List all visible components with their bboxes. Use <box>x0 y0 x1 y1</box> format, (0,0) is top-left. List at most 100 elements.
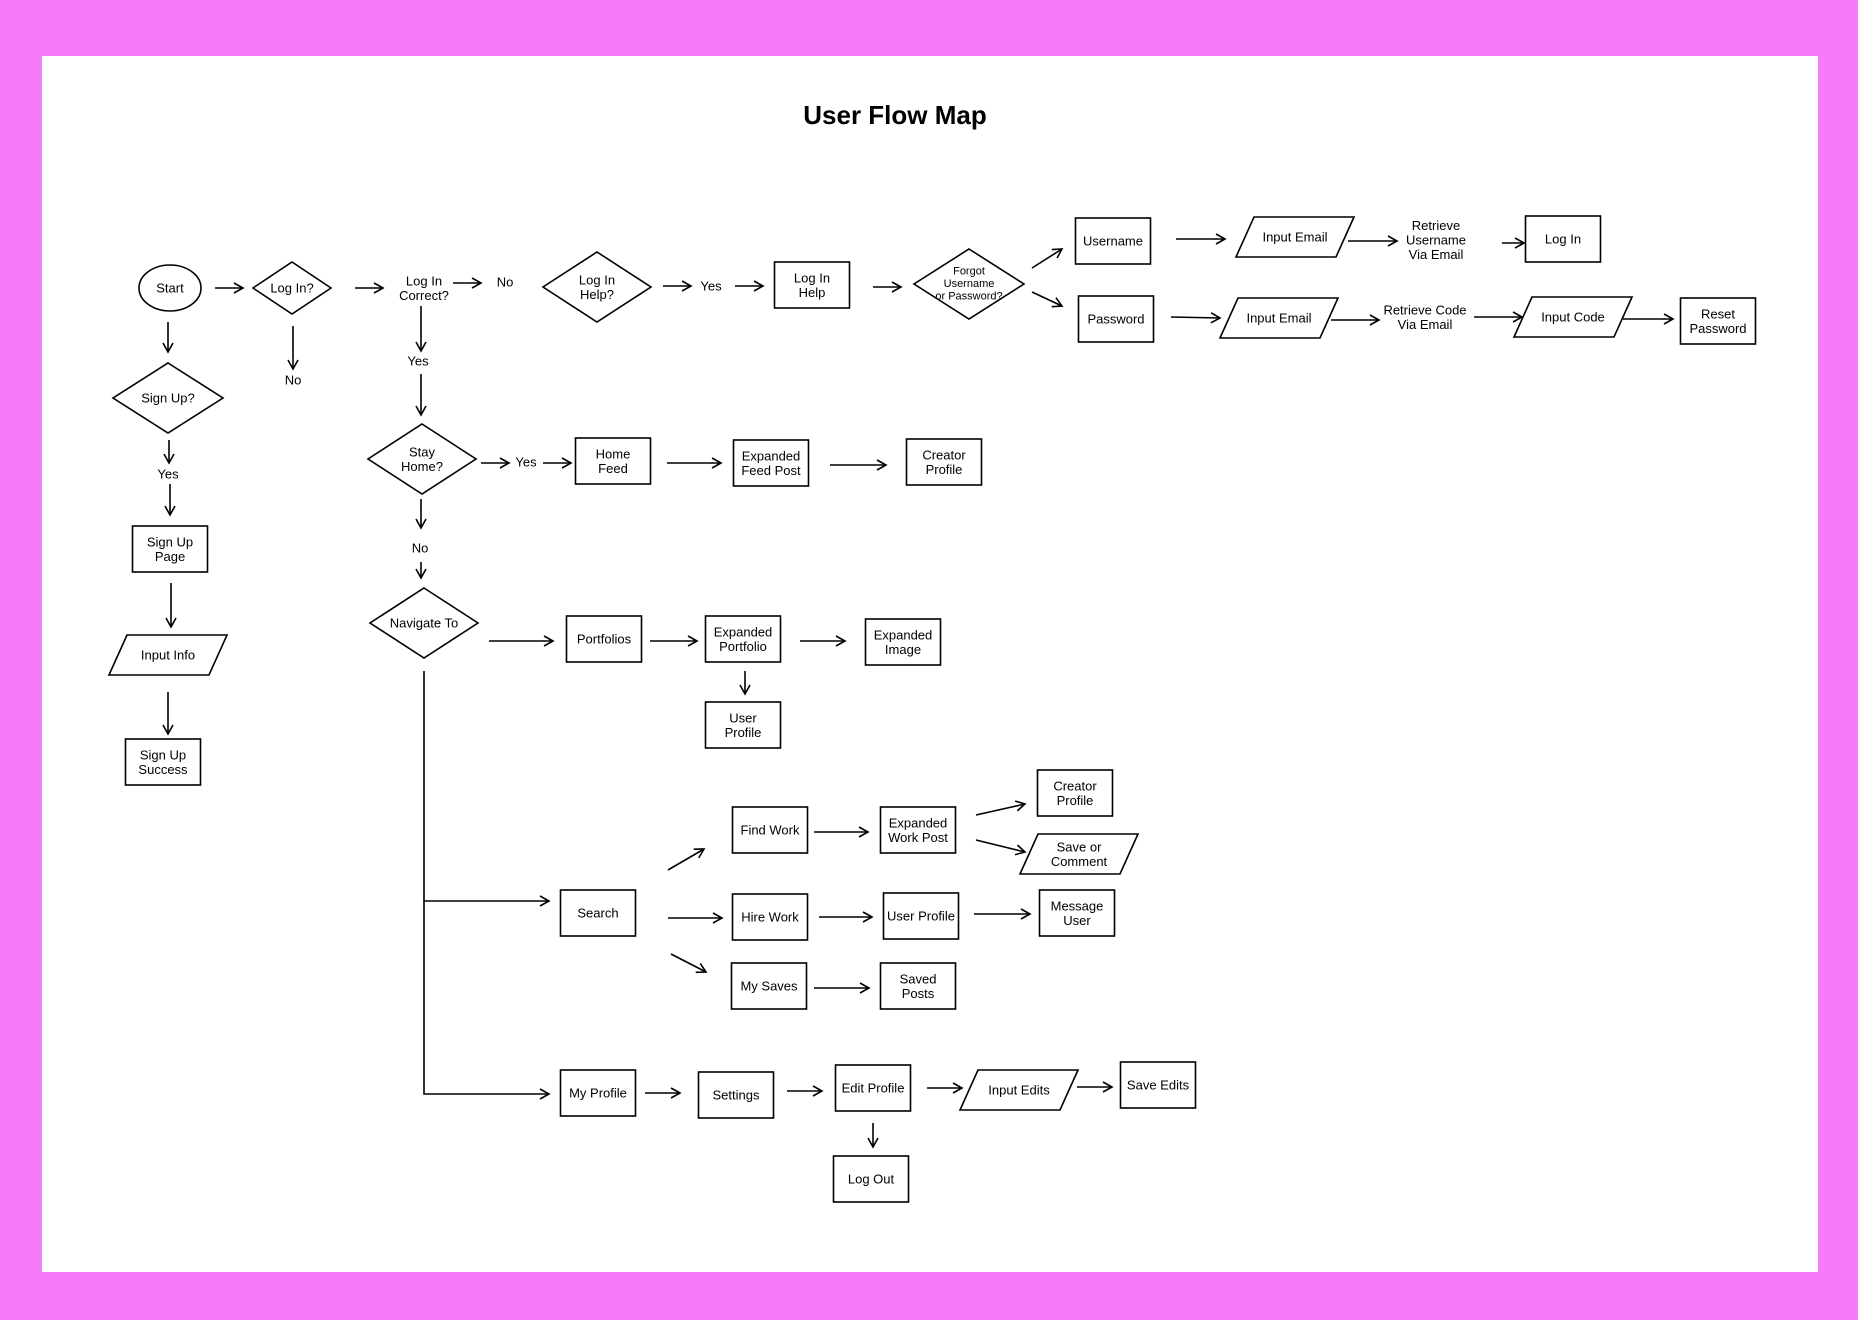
node-label: Log In <box>1545 232 1581 247</box>
node-navigate-to: Navigate To <box>368 587 480 659</box>
node-label: Via Email <box>1409 247 1464 262</box>
node-label: No <box>285 373 302 388</box>
node-label: User <box>1063 913 1091 928</box>
node-label: Save or <box>1057 839 1102 854</box>
node-label: Creator <box>1053 778 1097 793</box>
node-search: Search <box>559 889 637 937</box>
node-label: Save Edits <box>1127 1078 1190 1093</box>
process-box <box>832 1155 910 1203</box>
process-box <box>1036 769 1114 817</box>
node-label: Saved <box>900 971 937 986</box>
node-label: Search <box>577 906 618 921</box>
node-label: Portfolio <box>719 639 767 654</box>
node-label: No <box>497 275 514 290</box>
node-label: Profile <box>926 462 963 477</box>
node-signup-yes: Yes <box>157 467 179 482</box>
process-box <box>864 618 942 666</box>
node-label: Home <box>596 446 631 461</box>
node-label: Log In <box>406 273 442 288</box>
process-box <box>834 1064 912 1112</box>
node-label: Username <box>944 278 995 290</box>
input-parallelogram <box>1018 833 1140 875</box>
flow-arrow <box>1031 248 1064 269</box>
node-label: Profile <box>725 725 762 740</box>
process-box <box>882 892 960 940</box>
node-label: Yes <box>157 467 179 482</box>
node-label: Creator <box>922 447 966 462</box>
process-box <box>1679 297 1757 345</box>
node-label: Edit Profile <box>842 1081 905 1096</box>
node-settings: Settings <box>697 1071 775 1119</box>
node-home-yes: Yes <box>515 455 537 470</box>
process-box <box>773 261 851 309</box>
process-box <box>559 889 637 937</box>
node-label: My Profile <box>569 1086 627 1101</box>
node-help-yes: Yes <box>700 279 722 294</box>
node-label: Expanded <box>742 448 801 463</box>
node-label: Log Out <box>848 1172 895 1187</box>
node-label: Expanded <box>874 627 933 642</box>
node-edit-profile: Edit Profile <box>834 1064 912 1112</box>
node-label: Page <box>155 549 185 564</box>
decision-diamond <box>912 248 1026 320</box>
node-login-final: Log In <box>1524 215 1602 263</box>
node-label: Expanded <box>714 624 773 639</box>
node-my-saves: My Saves <box>730 962 808 1010</box>
node-password: Password <box>1077 295 1155 343</box>
node-label: User Profile <box>887 909 955 924</box>
process-box <box>124 738 202 786</box>
node-find-work: Find Work <box>731 806 809 854</box>
flow-arrow <box>670 953 708 974</box>
node-label: Input Code <box>1541 310 1605 325</box>
process-box <box>1524 215 1602 263</box>
input-parallelogram <box>1234 216 1356 258</box>
node-my-profile: My Profile <box>559 1069 637 1117</box>
process-box <box>559 1069 637 1117</box>
node-signup-q: Sign Up? <box>111 362 225 434</box>
flow-arrow <box>1031 291 1064 308</box>
node-label: Profile <box>1057 793 1094 808</box>
node-label: Yes <box>515 455 537 470</box>
node-label: Username <box>1083 234 1143 249</box>
node-label: Log In <box>579 272 615 287</box>
input-parallelogram <box>107 634 229 676</box>
node-label: Success <box>138 762 188 777</box>
node-label: Navigate To <box>390 616 458 631</box>
node-label: Input Edits <box>988 1083 1050 1098</box>
node-label: Input Email <box>1262 230 1327 245</box>
decision-diamond <box>366 423 478 495</box>
node-label: Settings <box>713 1088 760 1103</box>
node-label: Image <box>885 642 921 657</box>
node-home-no: No <box>412 541 429 556</box>
node-label: Retrieve Code <box>1383 302 1466 317</box>
process-box <box>131 525 209 573</box>
node-label: Find Work <box>741 823 800 838</box>
node-label: Reset <box>1701 306 1735 321</box>
node-label: Yes <box>700 279 722 294</box>
node-label: Forgot <box>953 266 985 278</box>
process-box <box>704 615 782 663</box>
flow-arrow <box>423 901 551 1100</box>
input-parallelogram <box>958 1069 1080 1111</box>
node-input-email-2: Input Email <box>1218 297 1340 339</box>
node-label: Posts <box>902 986 935 1001</box>
node-label: Via Email <box>1398 317 1453 332</box>
node-label: My Saves <box>740 979 798 994</box>
node-label: Sign Up? <box>141 391 194 406</box>
process-box <box>574 437 652 485</box>
flow-arrow <box>975 800 1027 816</box>
node-username: Username <box>1074 217 1152 265</box>
